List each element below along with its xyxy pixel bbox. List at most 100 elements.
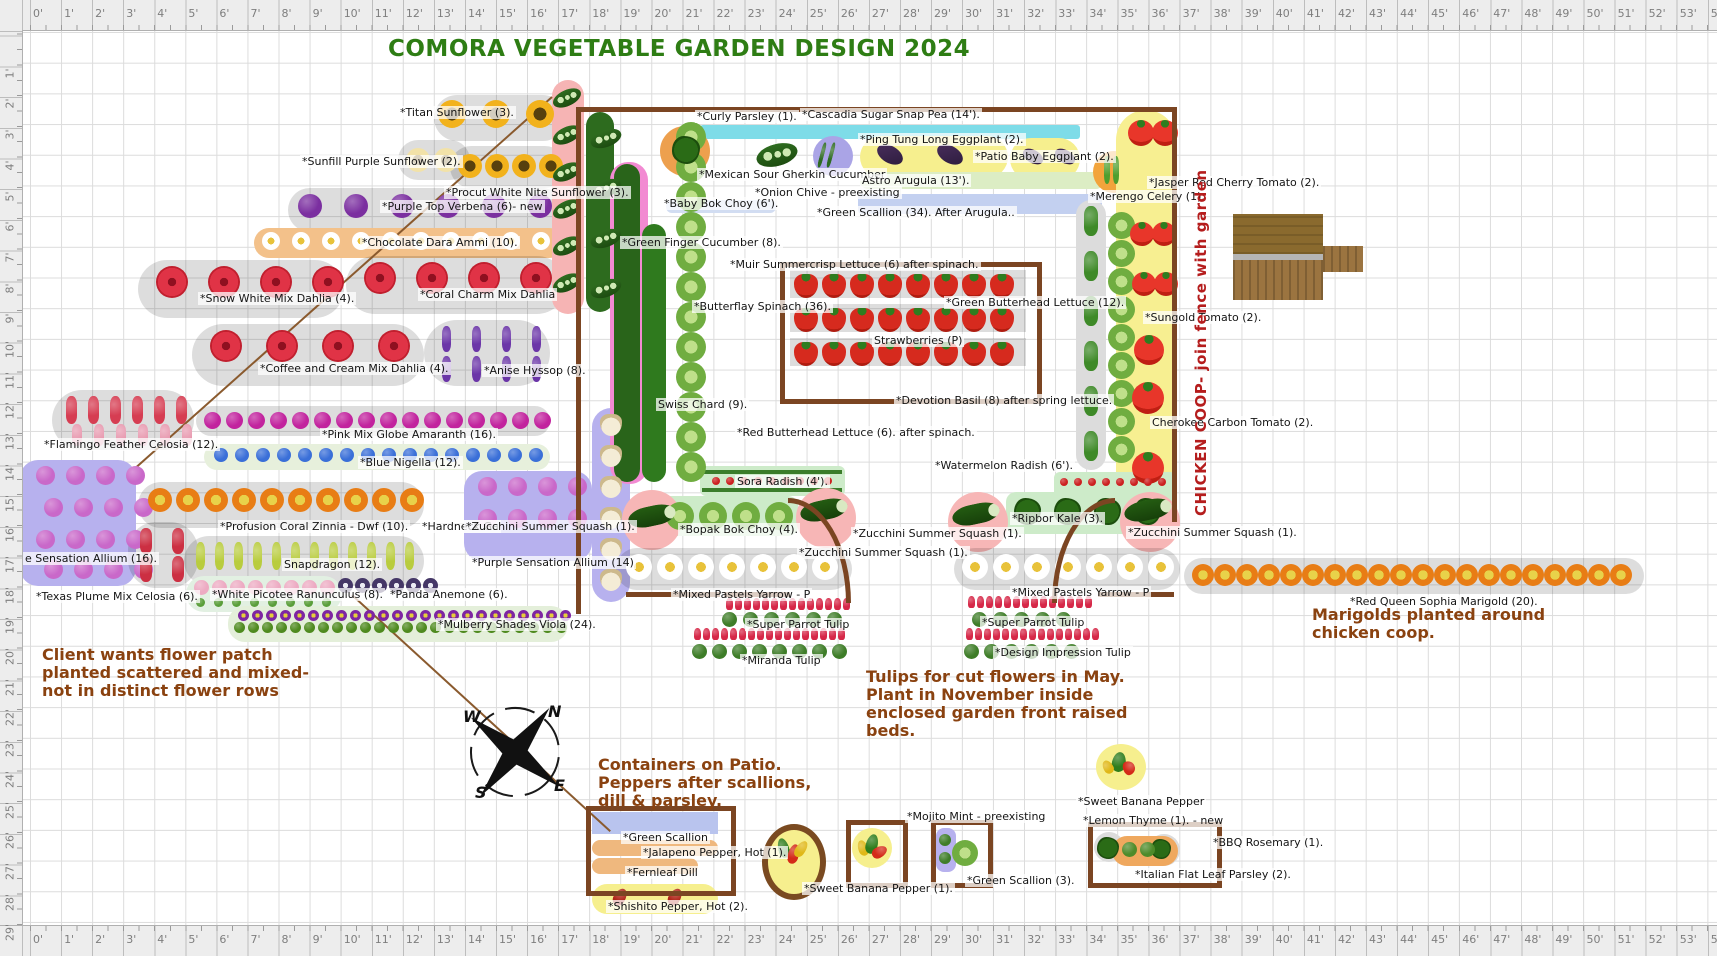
tulip-spr-heads[interactable] [995, 596, 1002, 608]
pea-pod-top[interactable] [753, 138, 801, 172]
plant-label-super-parrot-left[interactable]: *Super Parrot Tulip [745, 618, 852, 631]
hardneck-garlic-bulbs[interactable] [600, 569, 622, 591]
titan-sunflowers[interactable] [526, 100, 554, 128]
texas-celosia-2[interactable] [172, 556, 184, 582]
plant-label-allium-14[interactable]: *Purple Sensation Allium (14) [470, 556, 636, 569]
ranunculus-leaves[interactable] [250, 598, 259, 607]
plant-label-profusion-zinnia[interactable]: *Profusion Coral Zinnia - Dwf (10). [218, 520, 411, 533]
strawberries-r3[interactable] [990, 342, 1014, 366]
marigold-flowers[interactable] [1434, 564, 1456, 586]
snapdragon-flowers[interactable] [329, 542, 338, 570]
flamingo-celosia-1[interactable] [132, 396, 143, 424]
marigold-flowers[interactable] [1324, 564, 1346, 586]
strawberries-r3[interactable] [962, 342, 986, 366]
tulip-spr-heads[interactable] [1031, 596, 1038, 608]
kale-column[interactable] [642, 224, 666, 482]
sora-line-1[interactable] [702, 470, 842, 474]
tulip-di-leaves[interactable] [964, 644, 979, 659]
flamingo-celosia-1[interactable] [66, 396, 77, 424]
pepper-column[interactable] [1076, 200, 1106, 470]
watermelon-radish-dots[interactable] [1144, 478, 1152, 486]
tulip-spl-heads[interactable] [798, 598, 805, 610]
compass-rose[interactable]: N E S W [455, 692, 575, 812]
flamingo-celosia-2[interactable] [94, 424, 104, 446]
lettuce-column-right[interactable] [1108, 240, 1135, 267]
viola-flowers[interactable] [378, 610, 389, 621]
viola-leaves[interactable] [388, 622, 399, 633]
plant-label-zucchini-center[interactable]: *Zucchini Summer Squash (1). [851, 527, 1024, 540]
allium16-r1[interactable] [36, 466, 55, 485]
coffee-dahlias[interactable] [322, 330, 354, 362]
yarrow-right-flowers[interactable] [1117, 554, 1143, 580]
viola-flowers[interactable] [350, 610, 361, 621]
allium14-r1[interactable] [478, 477, 497, 496]
tulip-di-heads[interactable] [984, 628, 991, 640]
tulip-spl-heads[interactable] [744, 598, 751, 610]
tulip-mir-heads[interactable] [694, 628, 701, 640]
hardneck-garlic-bulbs[interactable] [600, 476, 622, 498]
marigold-flowers[interactable] [1280, 564, 1302, 586]
tulip-di-heads[interactable] [1011, 628, 1018, 640]
viola-flowers[interactable] [490, 610, 501, 621]
zinnia-flowers[interactable] [204, 488, 228, 512]
viola-flowers[interactable] [266, 610, 277, 621]
marigold-flowers[interactable] [1192, 564, 1214, 586]
flamingo-celosia-2[interactable] [116, 424, 126, 446]
parsley-sprigs[interactable] [1140, 842, 1155, 857]
viola-leaves[interactable] [360, 622, 371, 633]
tulip-di-heads[interactable] [1020, 628, 1027, 640]
tulip-di-heads[interactable] [1038, 628, 1045, 640]
tulip-di-heads[interactable] [1029, 628, 1036, 640]
tomatoes-3[interactable] [1132, 272, 1156, 296]
procut-sunflowers[interactable] [512, 154, 536, 178]
tulip-spr-heads[interactable] [968, 596, 975, 608]
tulip-spr-heads[interactable] [977, 596, 984, 608]
zinnia-flowers[interactable] [400, 488, 424, 512]
plant-label-c1-green-scallion[interactable]: *Green Scallion [621, 831, 710, 844]
coop-stripe[interactable] [1233, 254, 1323, 260]
plant-label-ripbor-kale[interactable]: *Ripbor Kale (3). [1010, 512, 1106, 525]
tulip-spl-heads[interactable] [753, 598, 760, 610]
hardneck-garlic-bulbs[interactable] [600, 445, 622, 467]
zinnia-flowers[interactable] [260, 488, 284, 512]
note-client-flowers[interactable]: Client wants flower patch planted scatte… [42, 645, 309, 700]
tulip-mir-heads[interactable] [802, 628, 809, 640]
viola-leaves[interactable] [304, 622, 315, 633]
coop-base[interactable] [1233, 260, 1323, 300]
plant-label-red-butterhead[interactable]: *Red Butterhead Lettuce (6). after spina… [735, 426, 977, 439]
plant-label-zucchini-right[interactable]: *Zucchini Summer Squash (1). [1126, 526, 1299, 539]
flamingo-celosia-1[interactable] [110, 396, 121, 424]
tulip-spl-leaves[interactable] [722, 612, 737, 627]
plant-label-devotion-basil[interactable]: *Devotion Basil (8) after spring lettuce… [894, 394, 1115, 407]
tulip-spl-heads[interactable] [780, 598, 787, 610]
viola-leaves[interactable] [416, 622, 427, 633]
tulip-di-heads[interactable] [1056, 628, 1063, 640]
parsley-glyph[interactable] [672, 136, 700, 164]
plant-label-titan-sunflower[interactable]: *Titan Sunflower (3). [398, 106, 516, 119]
nigella-flowers[interactable] [256, 448, 270, 462]
plant-label-zucchini-left[interactable]: *Zucchini Summer Squash (1). [464, 520, 637, 533]
plant-label-lemon-thyme[interactable]: *Lemon Thyme (1). - new [1081, 814, 1226, 827]
plant-label-white-picotee-ranunculus[interactable]: *White Picotee Ranunculus (8). [210, 588, 385, 601]
zinnia-flowers[interactable] [288, 488, 312, 512]
allium16-r2[interactable] [74, 498, 93, 517]
flamingo-celosia-2[interactable] [72, 424, 82, 446]
ranunculus-leaves[interactable] [322, 598, 331, 607]
plant-label-mulberry-viola[interactable]: *Mulberry Shades Viola (24). [436, 618, 598, 631]
viola-leaves[interactable] [290, 622, 301, 633]
pepper-plants[interactable] [1084, 206, 1098, 236]
tulip-di-heads[interactable] [1065, 628, 1072, 640]
snapdragon-flowers[interactable] [272, 542, 281, 570]
tomatoes-5[interactable] [1132, 382, 1164, 414]
nigella-flowers[interactable] [340, 448, 354, 462]
plant-label-watermelon-radish[interactable]: *Watermelon Radish (6'). [933, 459, 1076, 472]
zinnia-flowers[interactable] [316, 488, 340, 512]
nigella-flowers[interactable] [508, 448, 522, 462]
tulip-di-heads[interactable] [1083, 628, 1090, 640]
tulip-mir-leaves[interactable] [832, 644, 847, 659]
plant-label-italian-parsley[interactable]: *Italian Flat Leaf Parsley (2). [1133, 868, 1293, 881]
plant-label-allium-16[interactable]: e Sensation Allium (16). [23, 552, 159, 565]
tulip-mir-heads[interactable] [730, 628, 737, 640]
note-chicken-coop[interactable]: CHICKEN COOP- join fence with garden [1192, 169, 1210, 516]
celery-glyph[interactable] [1104, 156, 1110, 184]
